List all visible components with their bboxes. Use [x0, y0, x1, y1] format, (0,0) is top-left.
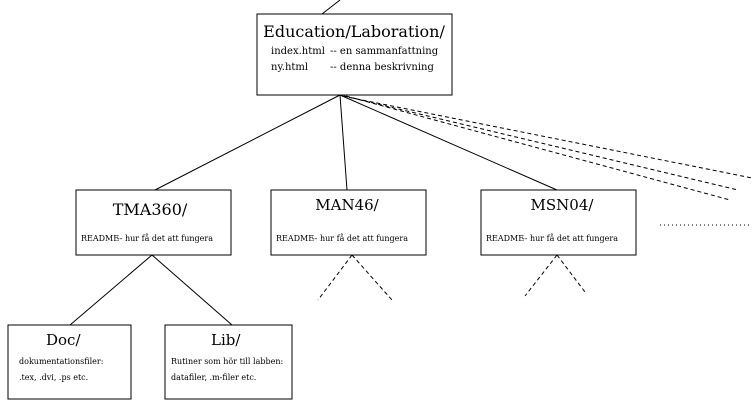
root-desc-1: -- en sammanfattning	[330, 46, 439, 57]
course-box	[270, 189, 427, 256]
subdir-node-lib: Lib/ Rutiner som hör till labben: datafi…	[164, 324, 293, 400]
subdir-box	[164, 324, 293, 400]
course-node-tma360: TMA360/ README -- hur få det att fungera	[75, 189, 232, 256]
dashed-branch-man46-right	[351, 254, 393, 301]
course-node-man46: MAN46/ README -- hur få det att fungera	[270, 189, 427, 256]
dashed-connectors	[317, 95, 752, 301]
course-box	[75, 189, 232, 256]
connector-root-man46	[339, 94, 348, 191]
subdir-node-doc: Doc/ dokumentationsfiler: .tex, .dvi, .p…	[7, 324, 132, 400]
course-title: MSN04/	[531, 196, 595, 214]
course-title: TMA360/	[113, 200, 188, 219]
subdir-box	[7, 324, 132, 400]
course-readme-desc: -- hur få det att fungera	[117, 234, 213, 243]
connector-root-tma360	[154, 94, 341, 191]
root-file-2: ny.html	[271, 62, 308, 73]
parent-connector	[321, 0, 341, 15]
root-title: Education/Laboration/	[263, 22, 445, 41]
course-node-msn04: MSN04/ README -- hur få det att fungera	[480, 189, 637, 256]
root-box	[256, 13, 453, 96]
course-readme: README	[486, 234, 524, 243]
course-title: MAN46/	[315, 196, 379, 214]
root-node: Education/Laboration/ index.html -- en s…	[256, 13, 453, 96]
subdir-line-1: dokumentationsfiler:	[19, 357, 103, 366]
root-file-1: index.html	[271, 46, 325, 57]
subdir-title: Doc/	[46, 331, 81, 349]
connector-tma360-lib	[151, 254, 233, 326]
subdir-title: Lib/	[211, 331, 241, 349]
dashed-connector-more-1	[341, 95, 752, 179]
connectors	[69, 0, 558, 326]
subdir-line-2: datafiler, .m-filer etc.	[171, 373, 256, 382]
dashed-branch-msn04-right	[556, 254, 586, 293]
dashed-connector-more-3	[345, 95, 731, 201]
course-readme-desc: -- hur få det att fungera	[522, 234, 618, 243]
connector-root-msn04	[339, 94, 558, 191]
dashed-connector-more-2	[343, 95, 739, 191]
course-readme-desc: -- hur få det att fungera	[312, 234, 408, 243]
course-box	[480, 189, 637, 256]
subdir-line-2: .tex, .dvi, .ps etc.	[19, 373, 88, 382]
course-readme: README	[81, 234, 119, 243]
dashed-branch-msn04-left	[524, 254, 558, 297]
root-desc-2: -- denna beskrivning	[330, 62, 434, 73]
connector-tma360-doc	[69, 254, 153, 326]
subdir-line-1: Rutiner som hör till labben:	[171, 357, 283, 366]
course-readme: README	[276, 234, 314, 243]
dashed-branch-man46-left	[317, 254, 353, 301]
